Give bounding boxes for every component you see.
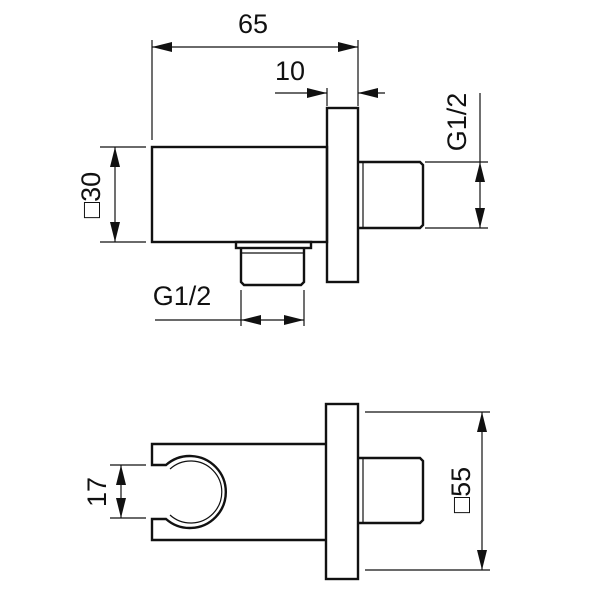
bottom-view: 17 □55 (82, 402, 490, 581)
dimension-label: G1/2 (153, 281, 212, 311)
dimension-label: 17 (82, 477, 112, 507)
bottom-thread-nipple (234, 240, 313, 287)
dimension-17: 17 (82, 464, 146, 519)
dimension-label: 65 (238, 9, 268, 39)
dimension-bottom-thread: G1/2 (153, 281, 305, 326)
body-block (150, 145, 329, 244)
right-thread-nipple (358, 160, 425, 230)
dimension-65: 65 (151, 9, 359, 140)
dimension-10: 10 (275, 56, 385, 106)
top-view: 65 10 □30 G1/2 (76, 9, 488, 326)
shower-holder-body (150, 442, 326, 542)
dimension-square-30: □30 (76, 146, 146, 243)
dimension-square-55: □55 (365, 411, 490, 571)
dimension-label: □55 (446, 467, 476, 513)
dimension-label: □30 (76, 172, 106, 218)
dimension-label: G1/2 (442, 93, 472, 152)
wall-flange (324, 402, 360, 581)
dimension-right-thread: G1/2 (425, 93, 488, 229)
dimension-label: 10 (275, 56, 305, 86)
holder-cradle-inner-edge (169, 460, 223, 524)
wall-flange (325, 106, 360, 284)
thread-nipple (358, 456, 425, 525)
